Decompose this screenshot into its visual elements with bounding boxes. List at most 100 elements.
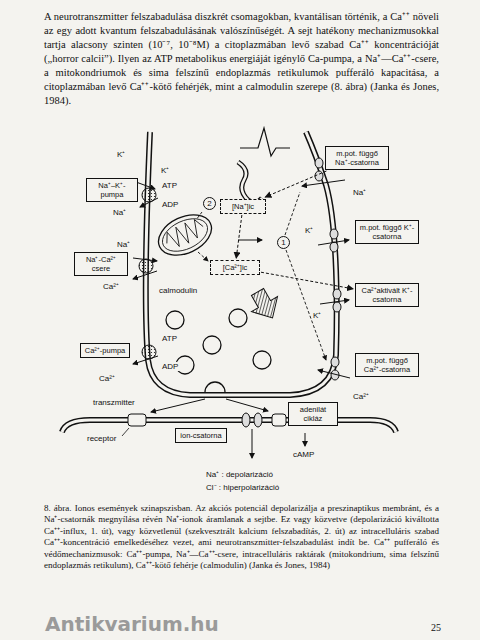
exchanger-box: Na⁺-Ca²⁺ csere: [74, 252, 128, 276]
exchanger-symbol: [139, 259, 153, 273]
callout-number: 2: [203, 197, 216, 210]
part-label: receptor: [86, 434, 117, 443]
callout-number: 1: [277, 236, 290, 249]
ion-label: K⁺: [304, 226, 314, 235]
channel-box: m.pot. függő Ca²⁺-csatorna: [355, 353, 419, 377]
flow-arrow: [133, 271, 157, 279]
box-label: Na⁺–K⁺-pumpa: [90, 181, 134, 199]
channel-symbol: [242, 413, 250, 427]
flow-arrow: [140, 198, 158, 207]
channel-symbol: [333, 302, 341, 312]
leader-line: [122, 428, 129, 436]
page-number: 25: [430, 622, 442, 634]
channels: [128, 158, 341, 427]
vesicle: [203, 336, 221, 354]
connector-arrow: [261, 272, 353, 289]
paragraph-text: A neurotranszmitter felszabadulása diszk…: [44, 10, 439, 108]
er-lumen: [238, 162, 262, 203]
channel-symbol: [330, 229, 338, 239]
ion-flow-arrows: [133, 180, 350, 458]
flow-arrow: [318, 370, 350, 378]
box-label: Ca²⁺aktivált K⁺-csatorna: [359, 286, 415, 304]
vesicle: [229, 309, 247, 327]
channel-box: Ca²⁺aktivált K⁺-csatorna: [355, 283, 419, 307]
box-label: Ca²⁺-pumpa: [84, 346, 126, 355]
ca-rise-arrow: [238, 240, 262, 241]
part-label: calmodulin: [158, 286, 198, 295]
channel-symbol: [315, 158, 323, 168]
transmitter-arrow: [226, 399, 268, 411]
membrane-outline: [62, 420, 396, 432]
pump-box: Ca²⁺-pumpa: [80, 343, 130, 358]
mitochondrion-outer: [152, 207, 218, 263]
note-text: Na⁺ : depolarizáció: [205, 470, 274, 479]
ion-label: K⁺: [160, 166, 170, 175]
ion-label: Ca²⁺: [98, 374, 116, 383]
membrane-inner: [146, 132, 337, 395]
pumps: [139, 188, 156, 359]
molecule-label: ADP: [161, 200, 179, 209]
channel-box: ion-csatorna: [175, 428, 227, 443]
receptor-symbol: [128, 414, 146, 426]
concentration-box: [Na⁺]ic: [220, 199, 266, 214]
channel-box: m.pot. függő K⁺-csatorna: [355, 220, 419, 244]
box-label: [Ca²⁺]ic: [214, 263, 256, 272]
flow-arrow: [252, 429, 253, 458]
cristae: [162, 217, 207, 252]
figure-caption: 8. ábra. Ionos események szinapszisban. …: [44, 503, 439, 571]
box-label: ion-csatorna: [179, 431, 223, 440]
channel-symbol: [254, 413, 262, 427]
mitochondrion-inner: [157, 212, 212, 258]
vesicle: [253, 351, 271, 369]
concentration-box: [Ca²⁺]ic: [210, 260, 260, 275]
pathway-line: [285, 192, 300, 235]
molecule-label: cAMP: [292, 450, 315, 459]
molecule-label: ATP: [161, 334, 178, 343]
flow-arrow: [136, 182, 155, 189]
box-label: m.pot. függő Ca²⁺-csatorna: [359, 356, 415, 374]
ion-label: K⁺: [312, 311, 322, 320]
channel-symbol: [331, 357, 339, 367]
channel-symbol: [330, 242, 338, 252]
receptor-symbol: [272, 414, 286, 426]
flow-arrow: [133, 258, 157, 261]
box-label: [Na⁺]ic: [224, 202, 262, 211]
connector-arrow: [265, 171, 326, 197]
part-label: transzmitter: [92, 398, 136, 407]
endoplasmic-reticulum: [238, 162, 262, 203]
box-label: m.pot. függő Na⁺-csatorna: [329, 149, 385, 167]
connector-arrow: [236, 215, 242, 258]
box-label: adenilát cikláz: [292, 405, 334, 423]
pathway-lines: [196, 192, 326, 360]
transmitter-arrow: [151, 399, 205, 412]
molecule-label: ADP: [161, 362, 179, 371]
enzyme-box: adenilát cikláz: [288, 402, 338, 426]
release-arrow: [245, 285, 286, 326]
ion-label: Na⁺: [116, 240, 131, 249]
er-outline: [238, 162, 262, 203]
ion-label: Na⁺: [352, 188, 367, 197]
pathway-line: [286, 250, 326, 360]
molecule-label: ATP: [161, 181, 178, 190]
vesicle: [166, 311, 184, 329]
camp-arrow: [305, 433, 306, 446]
channel-box: m.pot. függő Na⁺-csatorna: [325, 146, 389, 170]
ion-label: Ca²⁺: [352, 392, 370, 401]
ion-label: K⁺: [116, 150, 126, 159]
vesicles: [166, 309, 271, 392]
postsynaptic-membrane: [62, 420, 396, 432]
box-label: Na⁺-Ca²⁺ csere: [78, 255, 124, 273]
membrane-inner: [62, 420, 396, 432]
ion-label: Na⁺: [112, 208, 127, 217]
channel-symbol: [315, 171, 323, 181]
note-text: Cl⁻ : hiperpolarizáció: [205, 483, 280, 492]
watermark: Antikvarium.hu: [44, 612, 220, 636]
pump-box: Na⁺–K⁺-pumpa: [86, 178, 138, 202]
pathway-line: [198, 252, 208, 261]
flow-arrow: [133, 356, 158, 364]
action-potential-trace: [240, 128, 290, 156]
flow-arrow: [302, 180, 345, 186]
membrane-outline: [146, 132, 337, 395]
mitochondrion: [152, 207, 218, 263]
